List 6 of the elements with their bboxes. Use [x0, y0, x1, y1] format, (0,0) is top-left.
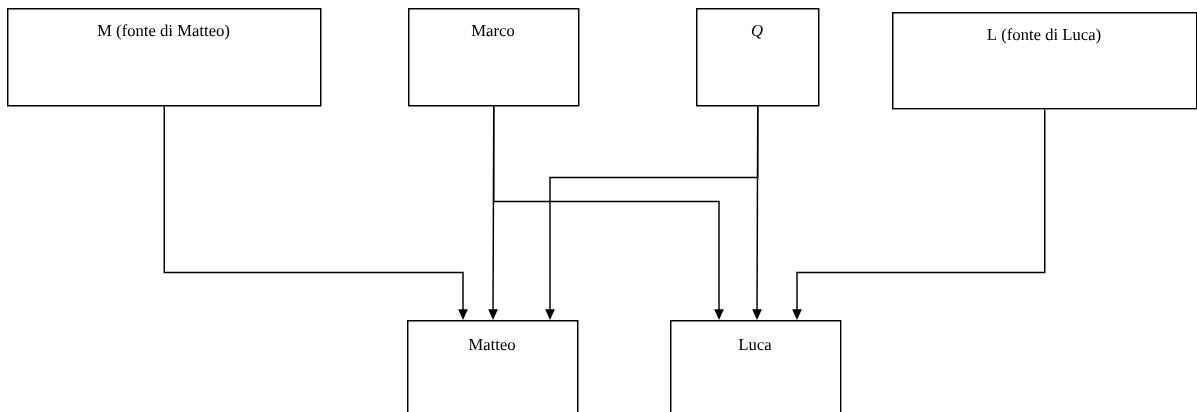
gospel-box: Luca	[670, 320, 842, 412]
source-box: Marco	[408, 8, 580, 107]
source-box: Q	[696, 8, 820, 107]
source-box: L (fonte di Luca)	[892, 12, 1197, 110]
source-box: M (fonte di Matteo)	[7, 8, 322, 107]
gospel-box: Matteo	[407, 320, 579, 412]
